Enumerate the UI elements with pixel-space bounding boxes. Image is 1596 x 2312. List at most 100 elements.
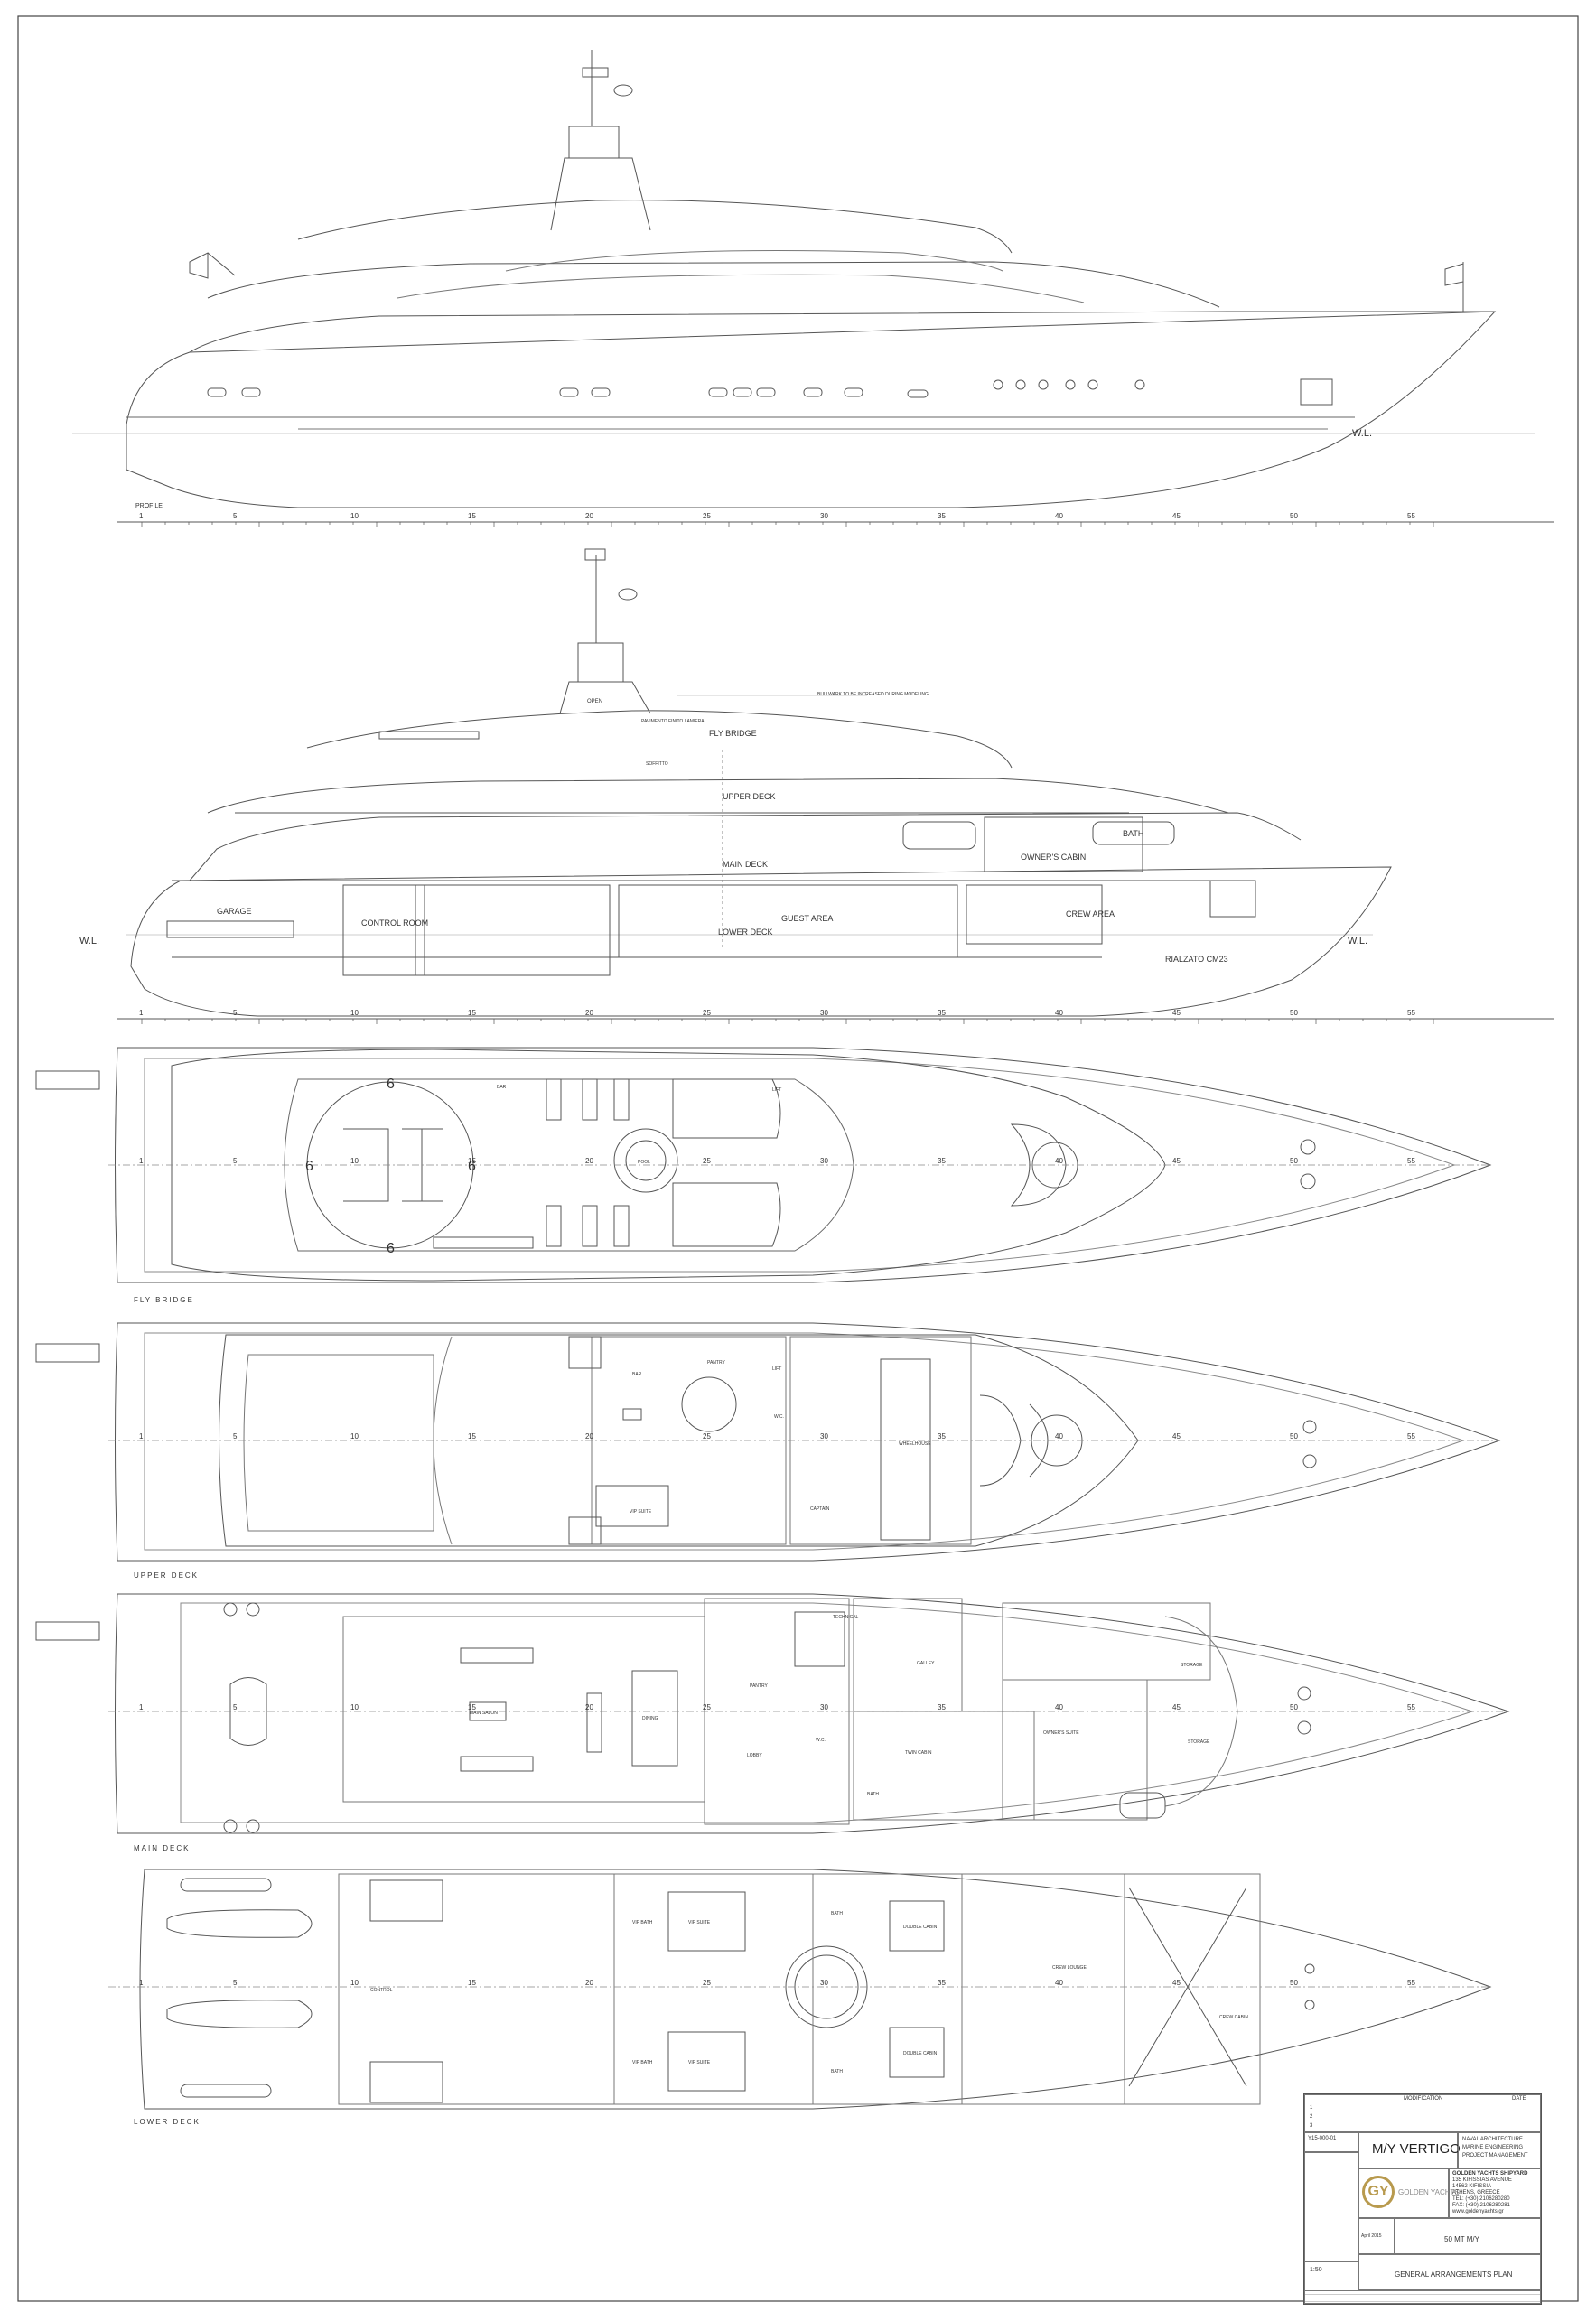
frame-number-label: 45 [1172, 1432, 1181, 1440]
frame-number-label: 25 [703, 1703, 711, 1711]
frame-number-label: 45 [1172, 512, 1181, 520]
vessel-name: M/Y VERTIGO [1372, 2141, 1461, 2157]
sheet-border [17, 15, 1579, 2302]
section-guest-area-label: GUEST AREA [781, 914, 833, 923]
section-fly-bridge-label: FLY BRIDGE [709, 729, 757, 738]
frame-number-label: 30 [820, 1703, 828, 1711]
frame-number-label: 1 [139, 512, 144, 520]
upperdeck-round-table [681, 1376, 737, 1432]
maindeck-pantry-label: PANTRY [750, 1683, 768, 1689]
frame-number-label: 30 [820, 1979, 828, 1987]
frame-number-label: 55 [1407, 1703, 1415, 1711]
lowerdeck-bath-label-2: BATH [831, 2069, 843, 2074]
heli-mark-bottom: 6 [387, 1241, 395, 1256]
section-bulwark-note: BULLWARK TO BE INCREASED DURING MODELING [817, 692, 929, 697]
upperdeck-wheelhouse-label: WHEELHOUSE [899, 1441, 931, 1447]
frame-number-label: 15 [468, 512, 476, 520]
drawing-date: April 2015 [1361, 2233, 1382, 2239]
frame-number-label: 10 [350, 1979, 359, 1987]
frame-number-label: 10 [350, 1009, 359, 1017]
maindeck-galley-label: GALLEY [917, 1661, 935, 1666]
frame-number-label: 1 [139, 1703, 144, 1711]
frame-number-label: 25 [703, 512, 711, 520]
flybridge-labels: 6 6 6 6 BAR POOL LIFT [305, 1077, 781, 1256]
section-waterline-left: W.L. [79, 936, 99, 946]
frame-number-label: 55 [1407, 1432, 1415, 1440]
profile-hull [126, 311, 1497, 508]
upperdeck-labels: BAR PANTRY CAPTAIN VIP SUITE WHEELHOUSE … [630, 1360, 931, 1515]
revision-row-2: 2 [1310, 2114, 1313, 2120]
frame-number-label: 1 [139, 1157, 144, 1165]
frame-number-label: 50 [1290, 512, 1298, 520]
frame-number-label: 50 [1290, 1157, 1298, 1165]
maindeck-dining-table [631, 1670, 678, 1767]
frame-number-label: 5 [233, 1703, 238, 1711]
frame-number-label: 5 [233, 1157, 238, 1165]
frame-number-label: 5 [233, 1009, 238, 1017]
frame-number-label: 55 [1407, 1009, 1415, 1017]
frame-number-label: 1 [139, 1979, 144, 1987]
company-line-1: GOLDEN YACHTS SHIPYARD [1452, 2171, 1528, 2177]
vessel-size-label: 50 MT M/Y [1444, 2235, 1479, 2243]
frame-number-label: 45 [1172, 1009, 1181, 1017]
upperdeck-view-label: UPPER DECK [134, 1571, 200, 1580]
upperdeck-pantry-label: PANTRY [707, 1360, 725, 1366]
frame-number-label: 55 [1407, 1979, 1415, 1987]
frame-number-label: 10 [350, 1432, 359, 1440]
frame-number-label: 20 [585, 1157, 593, 1165]
frame-number-label: 15 [468, 1009, 476, 1017]
frame-number-label: 20 [585, 1703, 593, 1711]
maindeck-dining-label: DINING [642, 1716, 658, 1721]
lowerdeck-plan [139, 1869, 1492, 2110]
upperdeck-bar-label: BAR [632, 1372, 642, 1377]
frame-number-label: 40 [1055, 512, 1063, 520]
heli-mark-right: 6 [468, 1159, 476, 1174]
flybridge-lift-label: LIFT [772, 1087, 781, 1093]
flybridge-pool-label: POOL [638, 1160, 650, 1165]
profile-flybridge-superstructure [297, 200, 1013, 254]
frame-number-label: 15 [468, 1979, 476, 1987]
lowerdeck-crew-cabin-label: CREW CABIN [1219, 2015, 1248, 2020]
heli-mark-left: 6 [305, 1159, 313, 1174]
maindeck-storage-label-2: STORAGE [1188, 1739, 1210, 1745]
modification-header: MODIFICATION [1404, 2096, 1443, 2102]
upperdeck-plan [35, 1322, 1501, 1562]
lowerdeck-labels: VIP BATH VIP SUITE VIP BATH VIP SUITE DO… [370, 1911, 1248, 2074]
section-upper-deck-label: UPPER DECK [723, 792, 776, 801]
company-name: GOLDEN YACHTS [1398, 2188, 1460, 2196]
maindeck-view-label: MAIN DECK [134, 1844, 191, 1852]
section-hull [130, 866, 1392, 1017]
frame-number-label: 50 [1290, 1979, 1298, 1987]
frame-number-label: 40 [1055, 1703, 1063, 1711]
profile-title: PROFILE [135, 503, 163, 509]
frame-number-label: 10 [350, 512, 359, 520]
lowerdeck-bath-label-1: BATH [831, 1911, 843, 1916]
frame-number-label: 55 [1407, 512, 1415, 520]
profile-view [72, 50, 1535, 508]
maindeck-owners-suite-label: OWNER'S SUITE [1043, 1730, 1079, 1736]
section-open-label: OPEN [587, 699, 602, 704]
frame-number-label: 55 [1407, 1157, 1415, 1165]
drawing-title: GENERAL ARRANGEMENTS PLAN [1395, 2270, 1513, 2279]
section-view [126, 548, 1392, 1017]
lowerdeck-vip-bath-label-2: VIP BATH [632, 2060, 653, 2065]
frame-number-label: 40 [1055, 1979, 1063, 1987]
frame-number-label: 25 [703, 1432, 711, 1440]
revision-table [1304, 2094, 1541, 2132]
flybridge-view-label: FLY BRIDGE [134, 1296, 194, 1304]
disclaimer-strip [1304, 2290, 1541, 2304]
maindeck-plan [35, 1593, 1510, 1834]
lowerdeck-double-cabin-label-1: DOUBLE CABIN [903, 1925, 938, 1930]
frame-number-label: 50 [1290, 1432, 1298, 1440]
company-line-7: www.goldenyachts.gr [1452, 2209, 1504, 2214]
section-owners-cabin-label: OWNER'S CABIN [1021, 853, 1086, 862]
control-room-space [342, 884, 425, 976]
maindeck-technical-label: TECHNICAL [833, 1615, 859, 1620]
frame-number-label: 25 [703, 1979, 711, 1987]
heli-mark-top: 6 [387, 1077, 395, 1092]
frame-number-label: 1 [139, 1432, 144, 1440]
maindeck-hull-outline [115, 1593, 1510, 1834]
